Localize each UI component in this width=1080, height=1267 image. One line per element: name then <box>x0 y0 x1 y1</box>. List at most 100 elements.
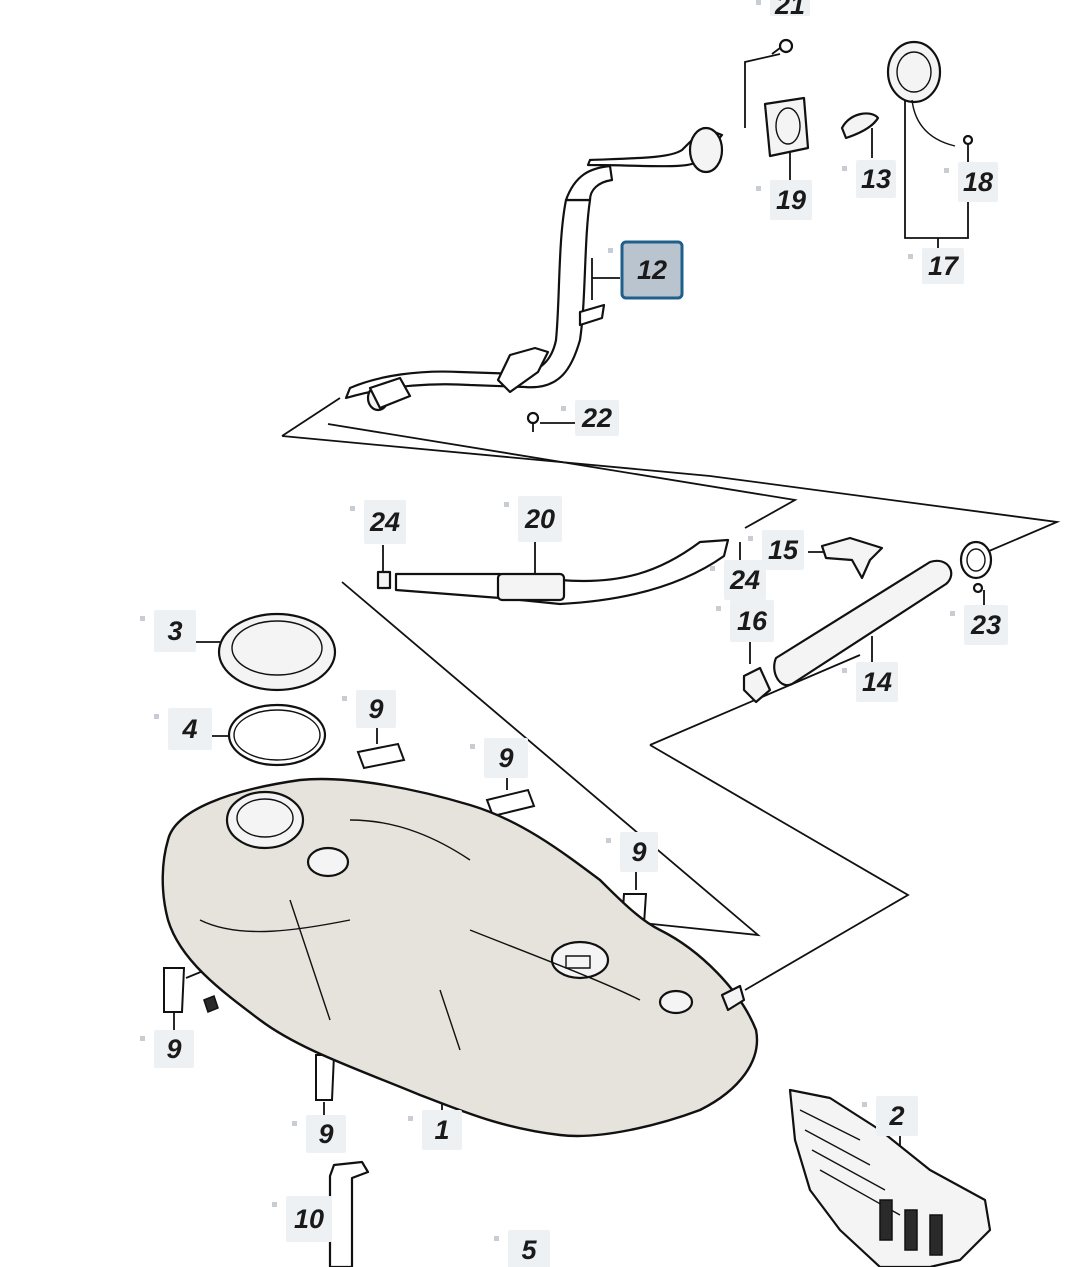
callout-number: 19 <box>776 185 806 215</box>
callout-marker <box>944 168 949 173</box>
callout-16: 16 <box>716 600 774 642</box>
callout-number: 20 <box>524 504 555 534</box>
callout-number: 5 <box>521 1235 537 1265</box>
callout-14: 14 <box>842 662 898 702</box>
callout-number: 9 <box>318 1119 333 1149</box>
part-filler-neck-12 <box>344 126 724 412</box>
callout-box <box>958 162 998 202</box>
part-clip-16 <box>742 666 772 704</box>
callout-number: 24 <box>369 507 400 537</box>
callout-15: 15 <box>748 530 804 570</box>
callout-box <box>770 180 812 220</box>
callout-9: 9 <box>470 738 528 778</box>
callout-number: 1 <box>434 1115 449 1145</box>
callout-box <box>168 708 212 750</box>
callout-box <box>856 662 898 702</box>
callout-23: 23 <box>950 605 1008 645</box>
part-clamp-23 <box>959 540 993 594</box>
part-skid-plate-2 <box>788 1088 992 1267</box>
selected-callout-box <box>620 240 684 300</box>
callout-number: 21 <box>774 0 805 20</box>
callout-20: 20 <box>504 496 562 542</box>
callout-number: 9 <box>631 837 646 867</box>
callout-box <box>770 0 810 16</box>
callout-number: 2 <box>888 1101 904 1131</box>
callout-24: 24 <box>710 560 766 600</box>
part-pads-9 <box>163 742 648 1101</box>
callout-number: 22 <box>581 403 612 433</box>
part-hose-14 <box>773 559 953 687</box>
callout-marker <box>561 406 566 411</box>
callout-marker <box>842 668 847 673</box>
callout-box <box>964 605 1008 645</box>
callout-box <box>730 600 774 642</box>
part-strap-10 <box>328 1160 370 1267</box>
part-cap-retainer-19 <box>763 96 810 158</box>
callout-24: 24 <box>350 500 406 544</box>
callout-number: 3 <box>167 616 182 646</box>
part-clip-13 <box>840 112 880 140</box>
part-screw-22 <box>526 411 540 432</box>
callout-marker <box>756 186 761 191</box>
callout-18: 18 <box>944 162 998 202</box>
callout-box <box>306 1115 346 1153</box>
callout-number: 13 <box>861 164 891 194</box>
callout-17: 17 <box>908 248 964 284</box>
callout-box <box>724 560 766 600</box>
callout-marker <box>710 566 715 571</box>
callout-12: 12 <box>608 240 684 300</box>
callout-marker <box>842 166 847 171</box>
callout-marker <box>494 1236 499 1241</box>
callout-number: 23 <box>970 610 1001 640</box>
callout-marker <box>350 506 355 511</box>
callout-number: 16 <box>737 606 768 636</box>
callout-2: 2 <box>862 1096 918 1136</box>
callout-box <box>518 496 562 542</box>
callout-9: 9 <box>140 1030 194 1068</box>
part-clamp-15 <box>820 536 884 580</box>
callout-box <box>856 160 896 198</box>
callout-box <box>422 1110 462 1150</box>
part-fuel-cap-17 <box>886 40 974 147</box>
part-gasket-4 <box>227 703 327 767</box>
callout-box <box>620 832 658 872</box>
callout-box <box>154 610 196 652</box>
callout-marker <box>716 606 721 611</box>
callout-number: 4 <box>181 714 197 744</box>
callout-box <box>286 1196 332 1242</box>
callout-marker <box>408 1116 413 1121</box>
callout-10: 10 <box>272 1196 332 1242</box>
callout-9: 9 <box>292 1115 346 1153</box>
callout-5: 5 <box>494 1230 550 1267</box>
callout-box <box>508 1230 550 1267</box>
callout-marker <box>504 502 509 507</box>
callout-13: 13 <box>842 160 896 198</box>
callout-marker <box>140 1036 145 1041</box>
part-bolt-21 <box>771 38 794 55</box>
callout-marker <box>292 1121 297 1126</box>
callout-9: 9 <box>342 690 396 728</box>
callout-22: 22 <box>561 400 619 436</box>
callout-19: 19 <box>756 180 812 220</box>
callout-marker <box>950 611 955 616</box>
callout-marker <box>342 696 347 701</box>
callout-9: 9 <box>606 832 658 872</box>
callout-marker <box>862 1102 867 1107</box>
callout-box <box>575 400 619 436</box>
callout-number: 9 <box>498 743 513 773</box>
callout-box <box>356 690 396 728</box>
callout-marker <box>272 1202 277 1207</box>
callout-1: 1 <box>408 1110 462 1150</box>
callout-number: 12 <box>637 255 667 285</box>
callout-box <box>484 738 528 778</box>
callout-marker <box>606 838 611 843</box>
callout-number: 9 <box>368 694 383 724</box>
callout-box <box>364 500 406 544</box>
callout-marker <box>154 714 159 719</box>
callout-box <box>876 1096 918 1136</box>
callout-number: 18 <box>963 167 993 197</box>
callout-number: 24 <box>729 565 760 595</box>
callout-marker <box>748 536 753 541</box>
callout-marker <box>140 616 145 621</box>
